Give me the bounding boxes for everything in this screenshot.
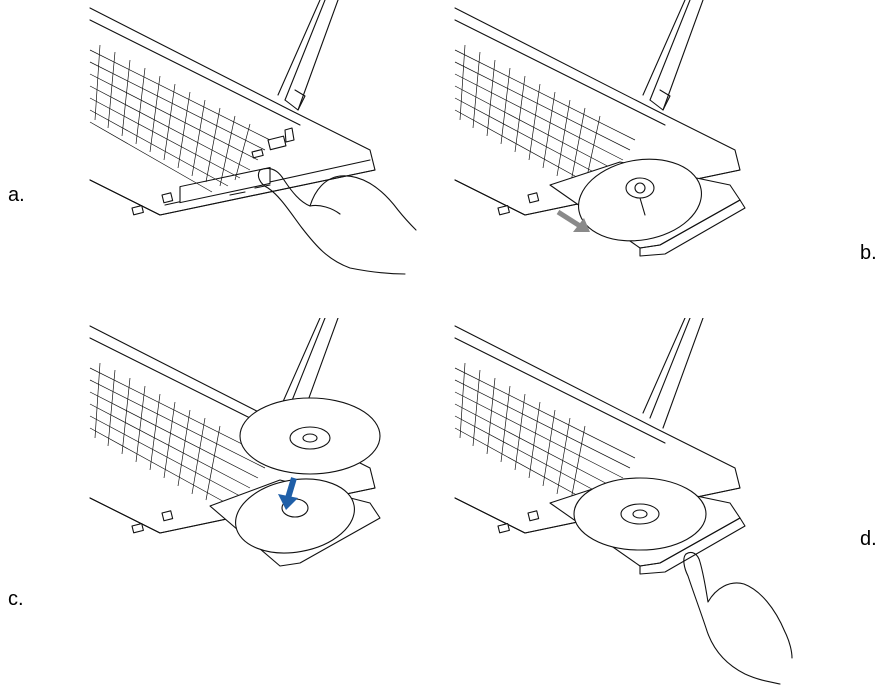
keyboard <box>90 45 270 192</box>
step-a-illustration <box>70 0 490 290</box>
cd-disc <box>574 478 706 550</box>
step-c-illustration <box>70 318 490 608</box>
laptop-close-tray-drawing <box>440 318 860 686</box>
step-b-illustration <box>440 0 860 290</box>
step-b-label: b. <box>860 242 877 265</box>
step-a-label: a. <box>8 184 25 207</box>
laptop-eject-press-drawing <box>70 0 490 290</box>
keyboard <box>455 45 635 186</box>
laptop-tray-open-drawing <box>440 0 860 290</box>
hand-icon <box>684 552 792 684</box>
disc-tray <box>550 150 745 256</box>
step-d-illustration <box>440 318 860 608</box>
cd-disc <box>240 398 380 474</box>
hand-icon <box>258 168 416 274</box>
laptop-body <box>90 0 375 215</box>
step-c-label: c. <box>8 588 24 611</box>
laptop-insert-disc-drawing <box>70 318 490 608</box>
step-d-label: d. <box>860 528 877 551</box>
